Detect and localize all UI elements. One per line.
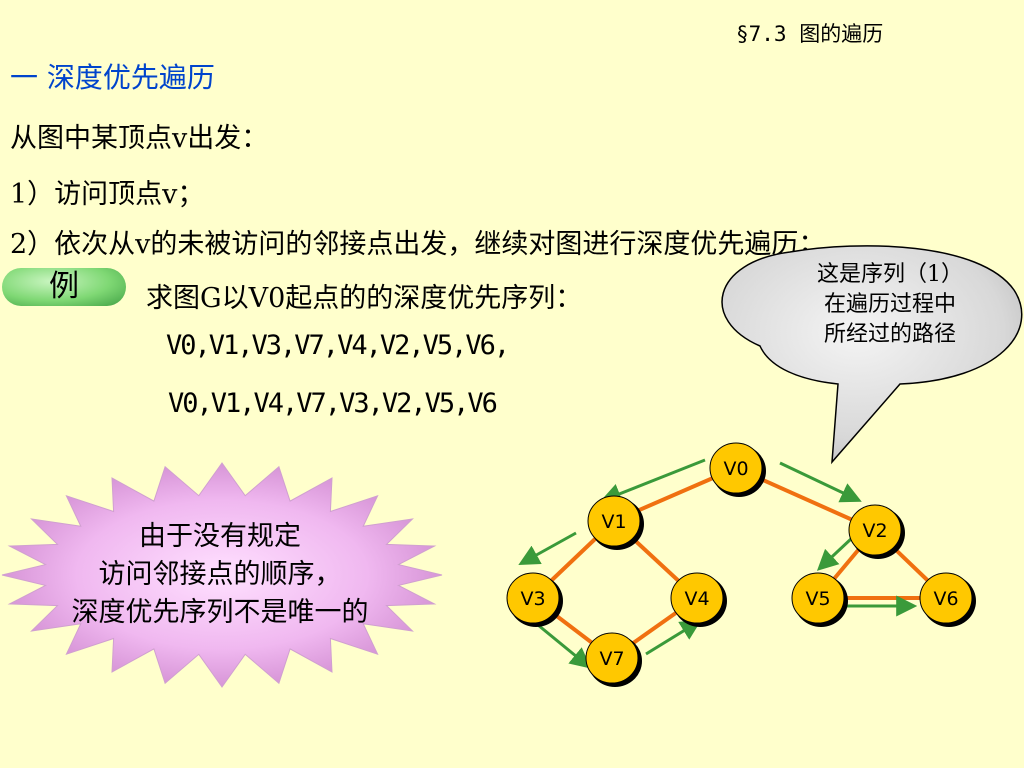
- slide-header: §7.3 图的遍历: [736, 22, 884, 46]
- starburst-line-1: 由于没有规定: [139, 521, 301, 552]
- dfs-sequence-2: V0,V1,V4,V7,V3,V2,V5,V6: [168, 388, 498, 419]
- starburst-line-2: 访问邻接点的顺序，: [98, 559, 342, 590]
- node-v0: V0: [709, 442, 766, 497]
- arrow-v3-to-v7: [537, 623, 592, 669]
- callout-line-2: 在遍历过程中: [823, 292, 956, 317]
- node-v5: V5: [791, 572, 848, 627]
- body-line-2: 1）访问顶点v；: [10, 179, 205, 210]
- callout-bubble: [721, 245, 1023, 465]
- node-label-v1: V1: [601, 511, 626, 533]
- node-v7: V7: [585, 632, 642, 687]
- node-label-v7: V7: [599, 648, 624, 670]
- node-label-v3: V3: [520, 588, 545, 610]
- section-title: 一 深度优先遍历: [10, 61, 215, 94]
- starburst-shape: [1, 462, 443, 688]
- node-label-v5: V5: [805, 588, 830, 610]
- example-question: 求图G以V0起点的的深度优先序列：: [146, 283, 583, 314]
- arrow-v7-to-v4: [645, 619, 702, 656]
- node-v4: V4: [670, 572, 727, 627]
- node-v1: V1: [587, 495, 644, 550]
- arrow-v1-to-v3: [518, 531, 577, 566]
- traversal-arrows: [518, 458, 918, 669]
- example-badge: 例: [2, 268, 126, 306]
- starburst-text: 由于没有规定 访问邻接点的顺序， 深度优先序列不是唯一的: [20, 518, 420, 632]
- node-v3: V3: [506, 572, 563, 627]
- callout-line-3: 所经过的路径: [823, 322, 956, 347]
- callout-line-1: 这是序列（1）: [817, 262, 963, 287]
- arrow-v0-to-v2: [779, 461, 862, 503]
- node-label-v0: V0: [723, 458, 748, 480]
- graph-nodes: V0 V1 V2 V3 V4 V5 V6: [506, 442, 976, 687]
- callout-text: 这是序列（1） 在遍历过程中 所经过的路径: [770, 260, 1010, 350]
- starburst-line-3: 深度优先序列不是唯一的: [71, 597, 369, 628]
- arrow-v0-to-v1: [600, 458, 706, 504]
- node-label-v4: V4: [684, 588, 709, 610]
- node-v2: V2: [848, 504, 905, 559]
- node-label-v6: V6: [933, 588, 958, 610]
- body-line-1: 从图中某顶点v出发：: [10, 123, 269, 154]
- node-v6: V6: [919, 572, 976, 627]
- node-label-v2: V2: [862, 520, 887, 542]
- dfs-sequence-1: V0,V1,V3,V7,V4,V2,V5,V6,: [166, 330, 510, 361]
- body-line-3: 2）依次从v的未被访问的邻接点出发，继续对图进行深度优先遍历；: [10, 229, 826, 260]
- arrow-v2-to-v5: [816, 536, 854, 571]
